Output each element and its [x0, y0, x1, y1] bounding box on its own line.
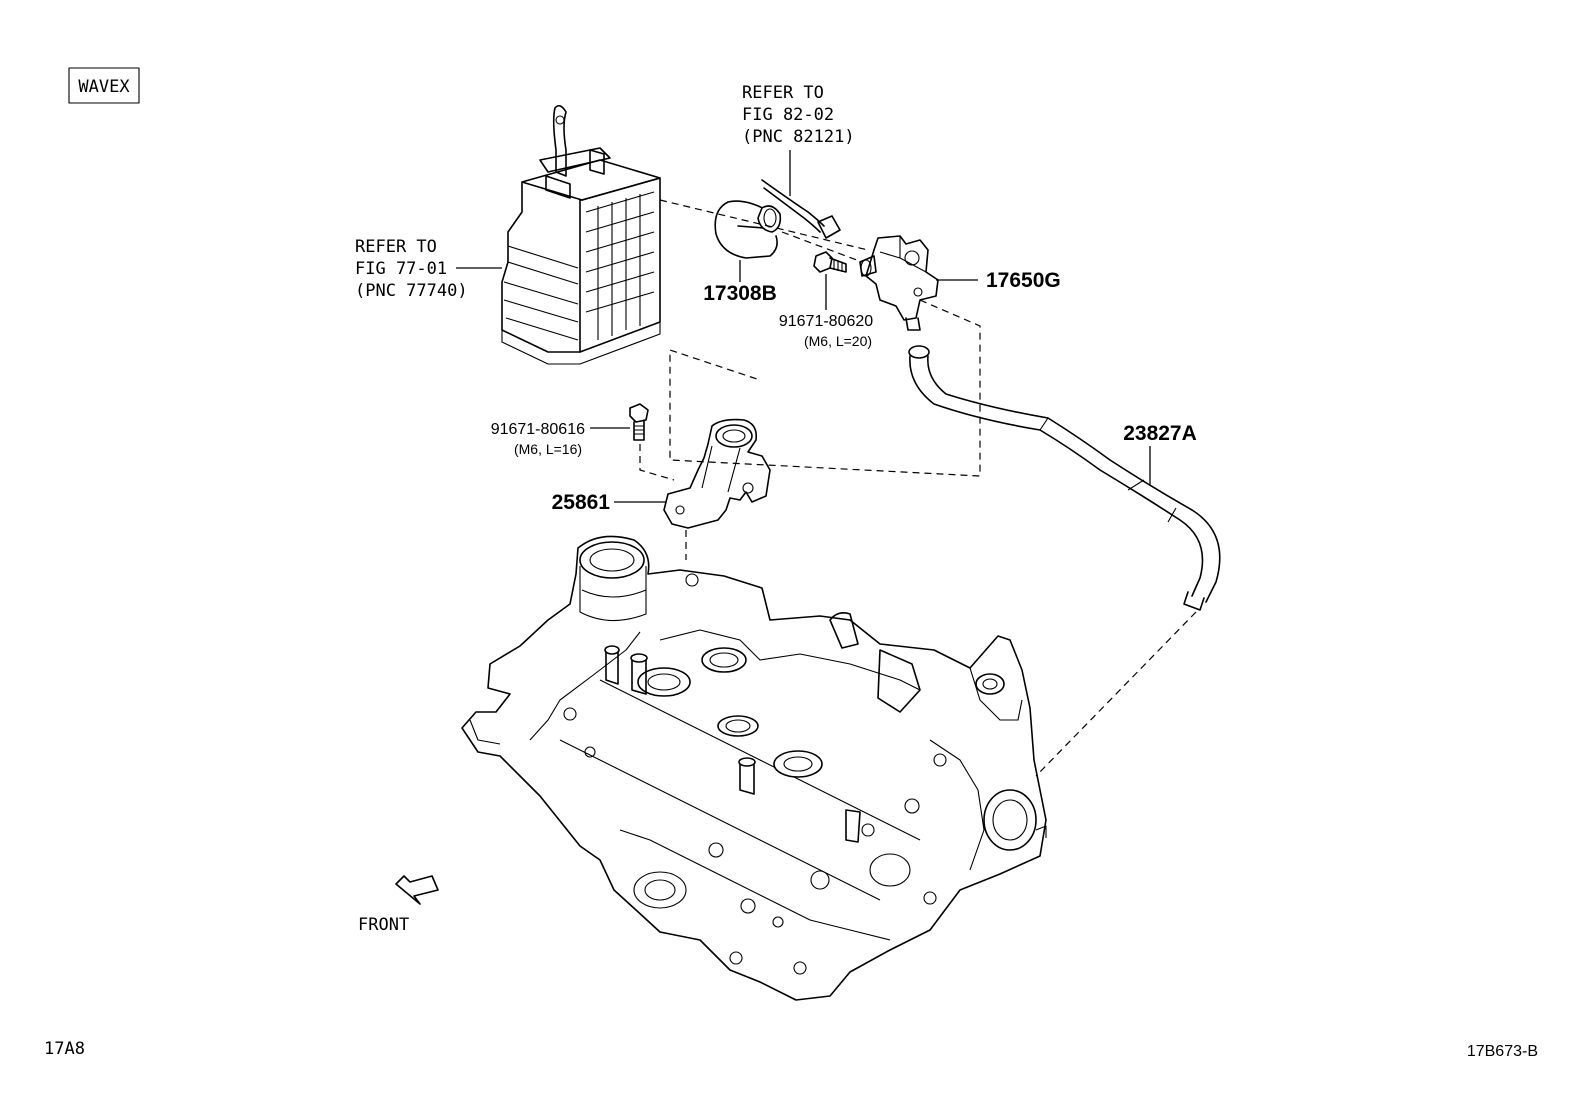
wiring-ref-line2: FIG 82-02 — [742, 105, 834, 125]
front-direction: FRONT — [358, 875, 439, 935]
variant-label: WAVEX — [78, 77, 130, 97]
footer-left-code: 17A8 — [44, 1039, 85, 1059]
wiring-reference: REFER TO FIG 82-02 (PNC 82121) — [742, 83, 855, 196]
bolt-91671-80620: 91671-80620 (M6, L=20) — [779, 251, 873, 349]
part-17308b-label: 17308B — [703, 282, 777, 305]
front-label: FRONT — [358, 915, 409, 935]
canister-ref-line3: (PNC 77740) — [355, 281, 468, 301]
wiring-ref-line3: (PNC 82121) — [742, 127, 855, 147]
bolt-upper-label: 91671-80620 — [779, 313, 873, 330]
hose-17308b: 17308B — [703, 200, 782, 305]
canister-reference: REFER TO FIG 77-01 (PNC 77740) — [355, 237, 502, 301]
purge-valve-17650g: 17650G — [859, 235, 1061, 331]
canister-ref-line2: FIG 77-01 — [355, 259, 447, 279]
bracket-25861: 25861 — [552, 418, 771, 529]
bolt-lower-label: 91671-80616 — [491, 421, 585, 438]
bolt-upper-spec: (M6, L=20) — [804, 333, 872, 349]
cylinder-head — [461, 535, 1047, 1001]
bolt-lower-spec: (M6, L=16) — [514, 441, 582, 457]
variant-box: WAVEX — [68, 67, 140, 104]
charcoal-canister — [501, 104, 661, 365]
wire-harness — [761, 179, 841, 239]
bolt-91671-80616: 91671-80616 (M6, L=16) — [491, 403, 649, 457]
canister-ref-line1: REFER TO — [355, 237, 437, 257]
part-17650g-label: 17650G — [986, 269, 1061, 292]
footer-right-code: 17B673-B — [1467, 1043, 1538, 1060]
wiring-ref-line1: REFER TO — [742, 83, 824, 103]
hose-23827a: 23827A — [908, 345, 1221, 611]
part-25861-label: 25861 — [552, 491, 611, 514]
part-23827a-label: 23827A — [1123, 422, 1197, 445]
assembly-lines — [639, 199, 1197, 777]
